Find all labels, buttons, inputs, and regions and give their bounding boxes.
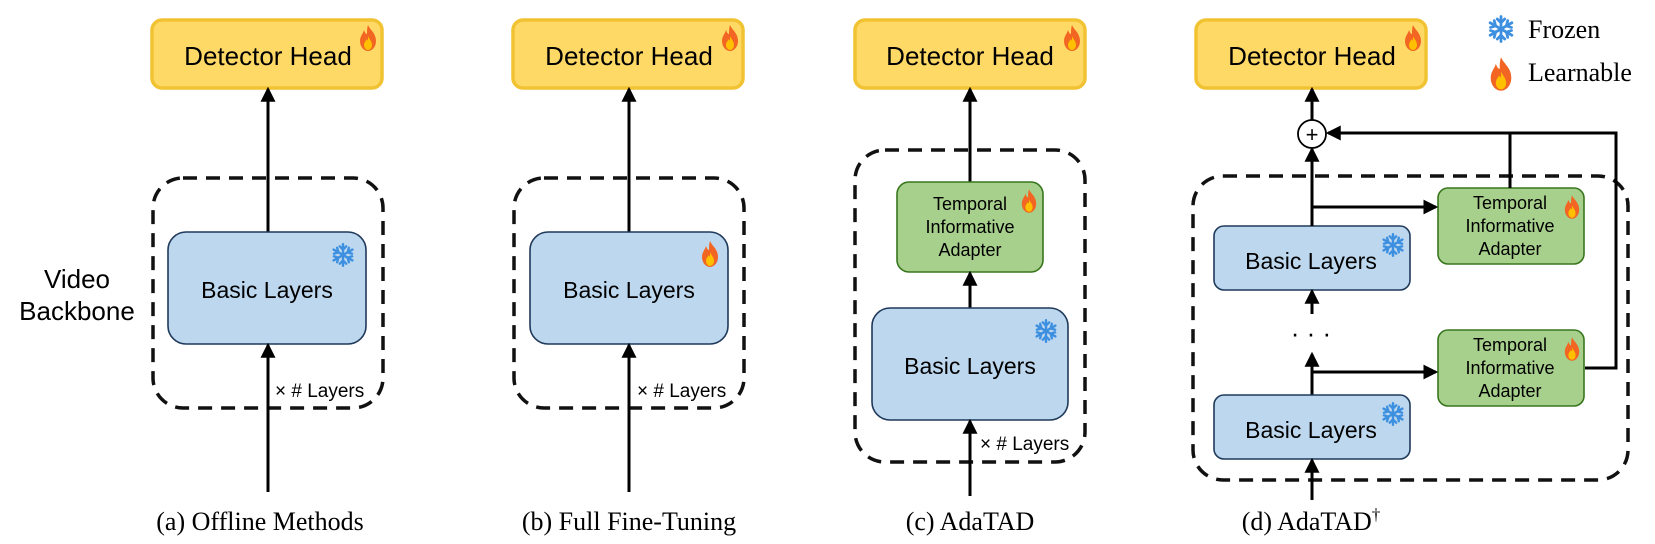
panel-full-fine-tuning: Detector Head Basic Layers × # Layers (b… — [511, 18, 746, 536]
adapter-label: Informative — [1465, 358, 1554, 378]
legend-learnable-label: Learnable — [1528, 58, 1632, 87]
panel-adatad-dagger: Detector Head + Basic Layers Temporal In… — [1191, 18, 1630, 536]
detector-head-label: Detector Head — [184, 41, 352, 71]
flame-icon — [1490, 57, 1512, 91]
adapter-label: Informative — [925, 217, 1014, 237]
detector-head-label: Detector Head — [886, 41, 1054, 71]
caption-a: (a) Offline Methods — [156, 507, 363, 536]
plus-sign: + — [1306, 122, 1319, 147]
adapter-label: Adapter — [1478, 239, 1541, 259]
detector-head-label: Detector Head — [1228, 41, 1396, 71]
adapter-label: Temporal — [933, 194, 1007, 214]
adapter-label: Informative — [1465, 216, 1554, 236]
video-backbone-label: Video Backbone — [19, 264, 135, 326]
basic-layers-label: Basic Layers — [563, 277, 695, 303]
panel-adatad: Detector Head Temporal Informative Adapt… — [853, 18, 1087, 536]
repeat-layers-label: × # Layers — [980, 434, 1069, 455]
detector-head-label: Detector Head — [545, 41, 713, 71]
basic-layers-label: Basic Layers — [1245, 417, 1377, 443]
basic-layers-label: Basic Layers — [904, 353, 1036, 379]
adapter-label: Temporal — [1473, 335, 1547, 355]
legend-frozen-label: Frozen — [1528, 15, 1600, 44]
basic-layers-label: Basic Layers — [201, 277, 333, 303]
svg-text:Backbone: Backbone — [19, 296, 135, 326]
video-backbone-box — [1191, 174, 1630, 482]
caption-d: (d) AdaTAD† — [1242, 505, 1381, 536]
repeat-layers-label: × # Layers — [637, 381, 726, 402]
adapter-return-arrow — [1325, 125, 1618, 370]
ellipsis: · · · — [1291, 318, 1331, 348]
panel-offline-methods: Detector Head Basic Layers × # Layers (a… — [150, 18, 385, 536]
legend: Frozen Learnable — [1488, 15, 1632, 91]
basic-layers-label: Basic Layers — [1245, 248, 1377, 274]
svg-text:Video: Video — [44, 264, 110, 294]
caption-b: (b) Full Fine-Tuning — [522, 507, 736, 536]
adapter-label: Adapter — [1478, 381, 1541, 401]
adapter-label: Adapter — [938, 240, 1001, 260]
repeat-layers-label: × # Layers — [275, 381, 364, 402]
snowflake-icon — [1488, 15, 1514, 43]
adapter-label: Temporal — [1473, 193, 1547, 213]
caption-c: (c) AdaTAD — [906, 507, 1035, 536]
